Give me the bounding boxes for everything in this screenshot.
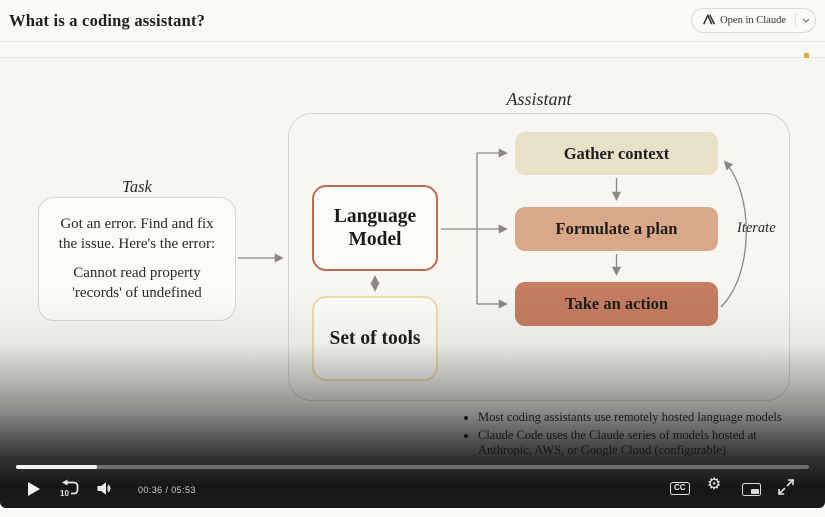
play-button[interactable] <box>28 482 40 496</box>
video-progress-bar[interactable] <box>16 465 809 469</box>
header-bar: What is a coding assistant? Open in Clau… <box>0 0 825 42</box>
skip-back-10-button[interactable]: 10 <box>59 479 80 503</box>
language-model-node: Language Model <box>312 185 438 271</box>
task-box: Got an error. Find and fix the issue. He… <box>38 197 236 321</box>
pip-inner-rect <box>751 489 759 494</box>
task-text-line2: Cannot read property 'records' of undefi… <box>72 265 202 301</box>
open-in-claude-label: Open in Claude <box>720 15 786 26</box>
volume-button[interactable] <box>96 481 114 501</box>
language-model-label: Language Model <box>333 205 417 250</box>
button-divider <box>795 13 796 28</box>
assistant-group-label: Assistant <box>506 89 572 109</box>
progress-played-segment <box>16 465 97 469</box>
anthropic-logo-icon <box>703 13 715 28</box>
time-display: 00:36 / 05:53 <box>138 485 196 495</box>
gather-context-node: Gather context <box>515 132 718 175</box>
current-time: 00:36 <box>138 485 163 495</box>
iterate-label: Iterate <box>737 220 776 236</box>
speaker-notes: Most coding assistants use remotely host… <box>462 410 810 461</box>
time-separator: / <box>165 485 169 495</box>
settings-gear-icon[interactable]: ⚙ <box>707 474 722 493</box>
fullscreen-button[interactable] <box>777 478 795 501</box>
open-in-claude-button[interactable]: Open in Claude <box>691 8 816 33</box>
page-title: What is a coding assistant? <box>9 10 206 30</box>
skip-seconds-text: 10 <box>60 489 69 498</box>
set-of-tools-label: Set of tools <box>329 327 421 349</box>
annotation-marker-dot <box>804 53 809 58</box>
chevron-down-icon[interactable] <box>796 9 815 32</box>
captions-button[interactable]: CC <box>670 482 690 495</box>
formulate-plan-node: Formulate a plan <box>515 207 718 251</box>
video-display-area[interactable]: Assistant Task Got an error. Find and fi… <box>0 57 825 508</box>
note-bullet-2: Claude Code uses the Claude series of mo… <box>478 428 810 458</box>
open-in-claude-main[interactable]: Open in Claude <box>692 9 795 32</box>
picture-in-picture-button[interactable] <box>742 483 761 496</box>
task-text-line1: Got an error. Find and fix the issue. He… <box>58 216 216 252</box>
take-action-node: Take an action <box>515 282 718 326</box>
set-of-tools-node: Set of tools <box>312 296 438 381</box>
note-bullet-1: Most coding assistants use remotely host… <box>478 410 810 425</box>
task-label: Task <box>122 177 152 196</box>
duration: 05:53 <box>171 485 196 495</box>
